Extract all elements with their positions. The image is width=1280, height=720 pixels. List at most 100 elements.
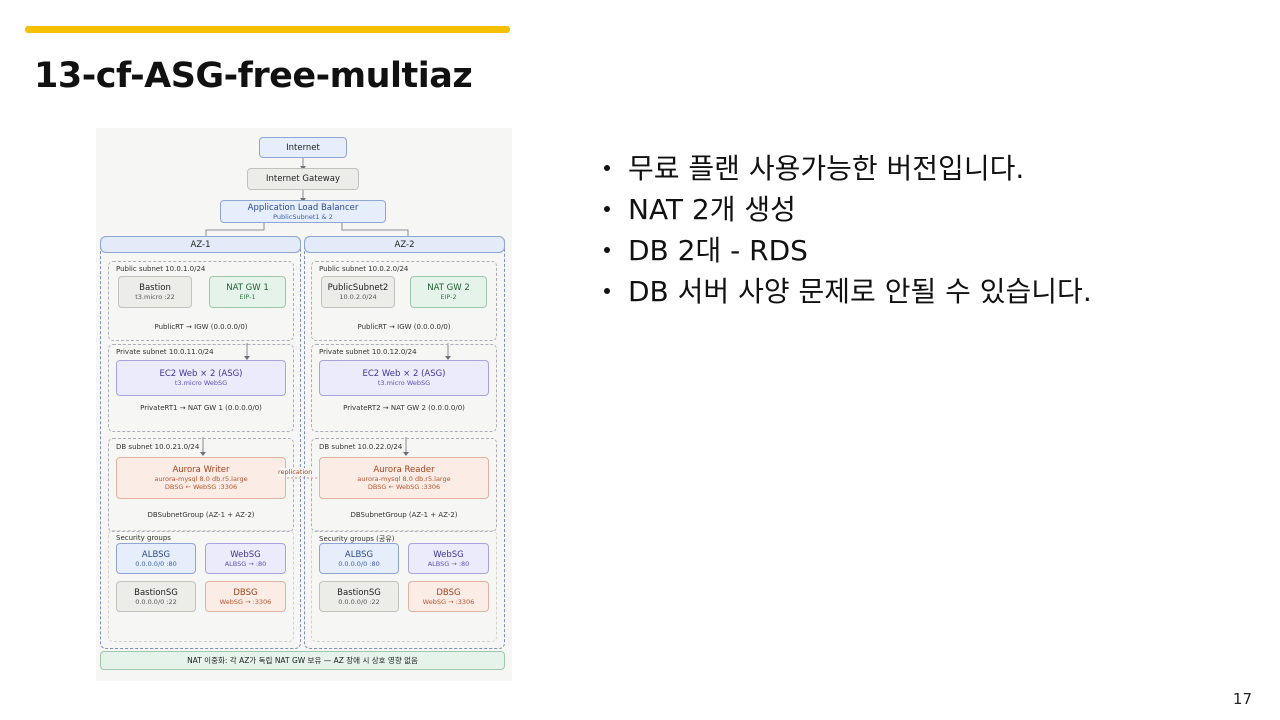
az2-sg-websg-title: WebSG	[433, 549, 464, 560]
az1-sg-websg: WebSG ALBSG → :80	[205, 543, 286, 574]
az1-natgw-title: NAT GW 1	[226, 283, 269, 293]
az2-public-subnet	[311, 261, 497, 341]
az1-private-subnet	[108, 344, 294, 432]
az1-sg-dbsg: DBSG WebSG → :3306	[205, 581, 286, 612]
az2-db-subnet-label: DB subnet 10.0.22.0/24	[319, 443, 403, 451]
az2-sg-dbsg-title: DBSG	[436, 587, 461, 598]
az2-ec2-title: EC2 Web × 2 (ASG)	[362, 369, 446, 379]
az1-aurora-sub2: DBSG ← WebSG :3306	[164, 483, 238, 491]
az2-public-subnet-label: Public subnet 10.0.2.0/24	[319, 265, 409, 273]
internet-label: Internet	[286, 142, 320, 153]
alb-node: Application Load Balancer PublicSubnet1 …	[220, 200, 386, 223]
bullet-dot-icon	[604, 165, 610, 171]
az1-public-subnet-label: Public subnet 10.0.1.0/24	[116, 265, 206, 273]
bullet-dot-icon	[604, 206, 610, 212]
bullet-text: DB 2대 - RDS	[628, 234, 808, 267]
az2-bastion-title: PublicSubnet2	[327, 283, 389, 293]
az2-sg-albsg-title: ALBSG	[344, 549, 374, 560]
internet-gateway-node: Internet Gateway	[247, 168, 359, 190]
az2-ec2-sub: t3.micro WebSG	[377, 379, 431, 387]
az2-private-rt: PrivateRT2 → NAT GW 2 (0.0.0.0/0)	[343, 404, 465, 412]
az2-db-subnet	[311, 438, 497, 532]
az1-sg-title: Security groups	[116, 534, 171, 542]
az1-private-subnet-label: Private subnet 10.0.11.0/24	[116, 348, 214, 356]
az2-sg-websg: WebSG ALBSG → :80	[408, 543, 489, 574]
az1-bastion: Bastion t3.micro :22	[118, 276, 192, 308]
nat-redundancy-footer: NAT 이중화: 각 AZ가 독립 NAT GW 보유 — AZ 장애 시 상호…	[100, 651, 505, 670]
az1-aurora-writer: Aurora Writer aurora-mysql 8.0 db.r5.lar…	[116, 457, 286, 499]
replication-label: replication	[278, 468, 313, 476]
az1-db-subnet-label: DB subnet 10.0.21.0/24	[116, 443, 200, 451]
az2-security-groups	[311, 530, 497, 642]
az1-public-subnet	[108, 261, 294, 341]
slide-title: 13-cf-ASG-free-multiaz	[34, 56, 473, 96]
az1-sg-albsg-sub: 0.0.0.0/0 :80	[135, 559, 177, 568]
az2-name: AZ-2	[394, 239, 415, 250]
az2-private-subnet-label: Private subnet 10.0.12.0/24	[319, 348, 417, 356]
az1-sg-bastionsg: BastionSG 0.0.0.0/0 :22	[116, 581, 196, 612]
az2-sg-albsg-sub: 0.0.0.0/0 :80	[338, 559, 380, 568]
az1-sg-bastionsg-title: BastionSG	[134, 587, 178, 598]
az2-aurora-sub2: DBSG ← WebSG :3306	[367, 483, 441, 491]
az1-sg-albsg: ALBSG 0.0.0.0/0 :80	[116, 543, 196, 574]
az2-public-rt: PublicRT → IGW (0.0.0.0/0)	[357, 323, 451, 331]
az2-natgw-title: NAT GW 2	[427, 283, 470, 293]
az1-header: AZ-1	[100, 236, 301, 253]
az2-natgw: NAT GW 2 EIP-2	[410, 276, 487, 308]
az1-public-rt: PublicRT → IGW (0.0.0.0/0)	[154, 323, 248, 331]
az1-sg-websg-sub: ALBSG → :80	[224, 559, 267, 568]
footer-text: NAT 이중화: 각 AZ가 독립 NAT GW 보유 — AZ 장애 시 상호…	[187, 655, 418, 665]
az1-sg-dbsg-title: DBSG	[233, 587, 258, 598]
az2-sg-albsg: ALBSG 0.0.0.0/0 :80	[319, 543, 399, 574]
az1-bastion-sub: t3.micro :22	[135, 293, 175, 301]
alb-sub: PublicSubnet1 & 2	[273, 212, 333, 221]
bullet-text: DB 서버 사양 문제로 안될 수 있습니다.	[628, 275, 1092, 308]
az2-bastion-sub: 10.0.2.0/24	[339, 293, 377, 301]
bullet-item: 무료 플랜 사용가능한 버전입니다.	[600, 148, 1092, 189]
az1-aurora-sub1: aurora-mysql 8.0 db.r5.large	[154, 475, 248, 483]
bullet-item: NAT 2개 생성	[600, 189, 1092, 230]
bullet-dot-icon	[604, 247, 610, 253]
az2-sg-title: Security groups (공유)	[319, 535, 395, 543]
bullet-list: 무료 플랜 사용가능한 버전입니다. NAT 2개 생성 DB 2대 - RDS…	[600, 148, 1092, 312]
az1-name: AZ-1	[190, 239, 211, 250]
az1-sg-dbsg-sub: WebSG → :3306	[219, 597, 272, 606]
az1-sg-websg-title: WebSG	[230, 549, 261, 560]
architecture-diagram: Internet Internet Gateway Application Lo…	[96, 128, 512, 681]
internet-node: Internet	[259, 137, 347, 158]
az2-sg-bastionsg-title: BastionSG	[337, 587, 381, 598]
az2-private-subnet	[311, 344, 497, 432]
title-accent-bar	[25, 26, 510, 33]
az1-ec2: EC2 Web × 2 (ASG) t3.micro WebSG	[116, 360, 286, 396]
az1-security-groups	[108, 530, 294, 642]
az2-aurora-sub1: aurora-mysql 8.0 db.r5.large	[357, 475, 451, 483]
page-number: 17	[1232, 690, 1252, 708]
az2-sg-dbsg: DBSG WebSG → :3306	[408, 581, 489, 612]
az1-aurora-title: Aurora Writer	[172, 465, 230, 475]
bullet-dot-icon	[604, 288, 610, 294]
az2-public-subnet2: PublicSubnet2 10.0.2.0/24	[321, 276, 395, 308]
bullet-text: 무료 플랜 사용가능한 버전입니다.	[628, 152, 1025, 185]
az1-db-subnet-group: DBSubnetGroup (AZ-1 + AZ-2)	[147, 511, 255, 519]
az1-ec2-sub: t3.micro WebSG	[174, 379, 228, 387]
az1-private-rt: PrivateRT1 → NAT GW 1 (0.0.0.0/0)	[140, 404, 262, 412]
az1-bastion-title: Bastion	[139, 283, 171, 293]
az2-aurora-reader: Aurora Reader aurora-mysql 8.0 db.r5.lar…	[319, 457, 489, 499]
az2-header: AZ-2	[304, 236, 505, 253]
az2-db-subnet-group: DBSubnetGroup (AZ-1 + AZ-2)	[350, 511, 458, 519]
bullet-text: NAT 2개 생성	[628, 193, 796, 226]
igw-label: Internet Gateway	[265, 174, 340, 184]
az2-natgw-sub: EIP-2	[440, 293, 457, 301]
az2-sg-bastionsg: BastionSG 0.0.0.0/0 :22	[319, 581, 399, 612]
diagram-connectors	[200, 158, 451, 479]
az2-ec2: EC2 Web × 2 (ASG) t3.micro WebSG	[319, 360, 489, 396]
az1-natgw: NAT GW 1 EIP-1	[209, 276, 286, 308]
az1-natgw-sub: EIP-1	[239, 293, 256, 301]
az1-sg-albsg-title: ALBSG	[141, 549, 171, 560]
az2-sg-websg-sub: ALBSG → :80	[427, 559, 470, 568]
az1-ec2-title: EC2 Web × 2 (ASG)	[159, 369, 243, 379]
az2-aurora-title: Aurora Reader	[373, 465, 435, 475]
az2-sg-bastionsg-sub: 0.0.0.0/0 :22	[338, 597, 380, 606]
az2-sg-dbsg-sub: WebSG → :3306	[422, 597, 475, 606]
az1-sg-bastionsg-sub: 0.0.0.0/0 :22	[135, 597, 177, 606]
